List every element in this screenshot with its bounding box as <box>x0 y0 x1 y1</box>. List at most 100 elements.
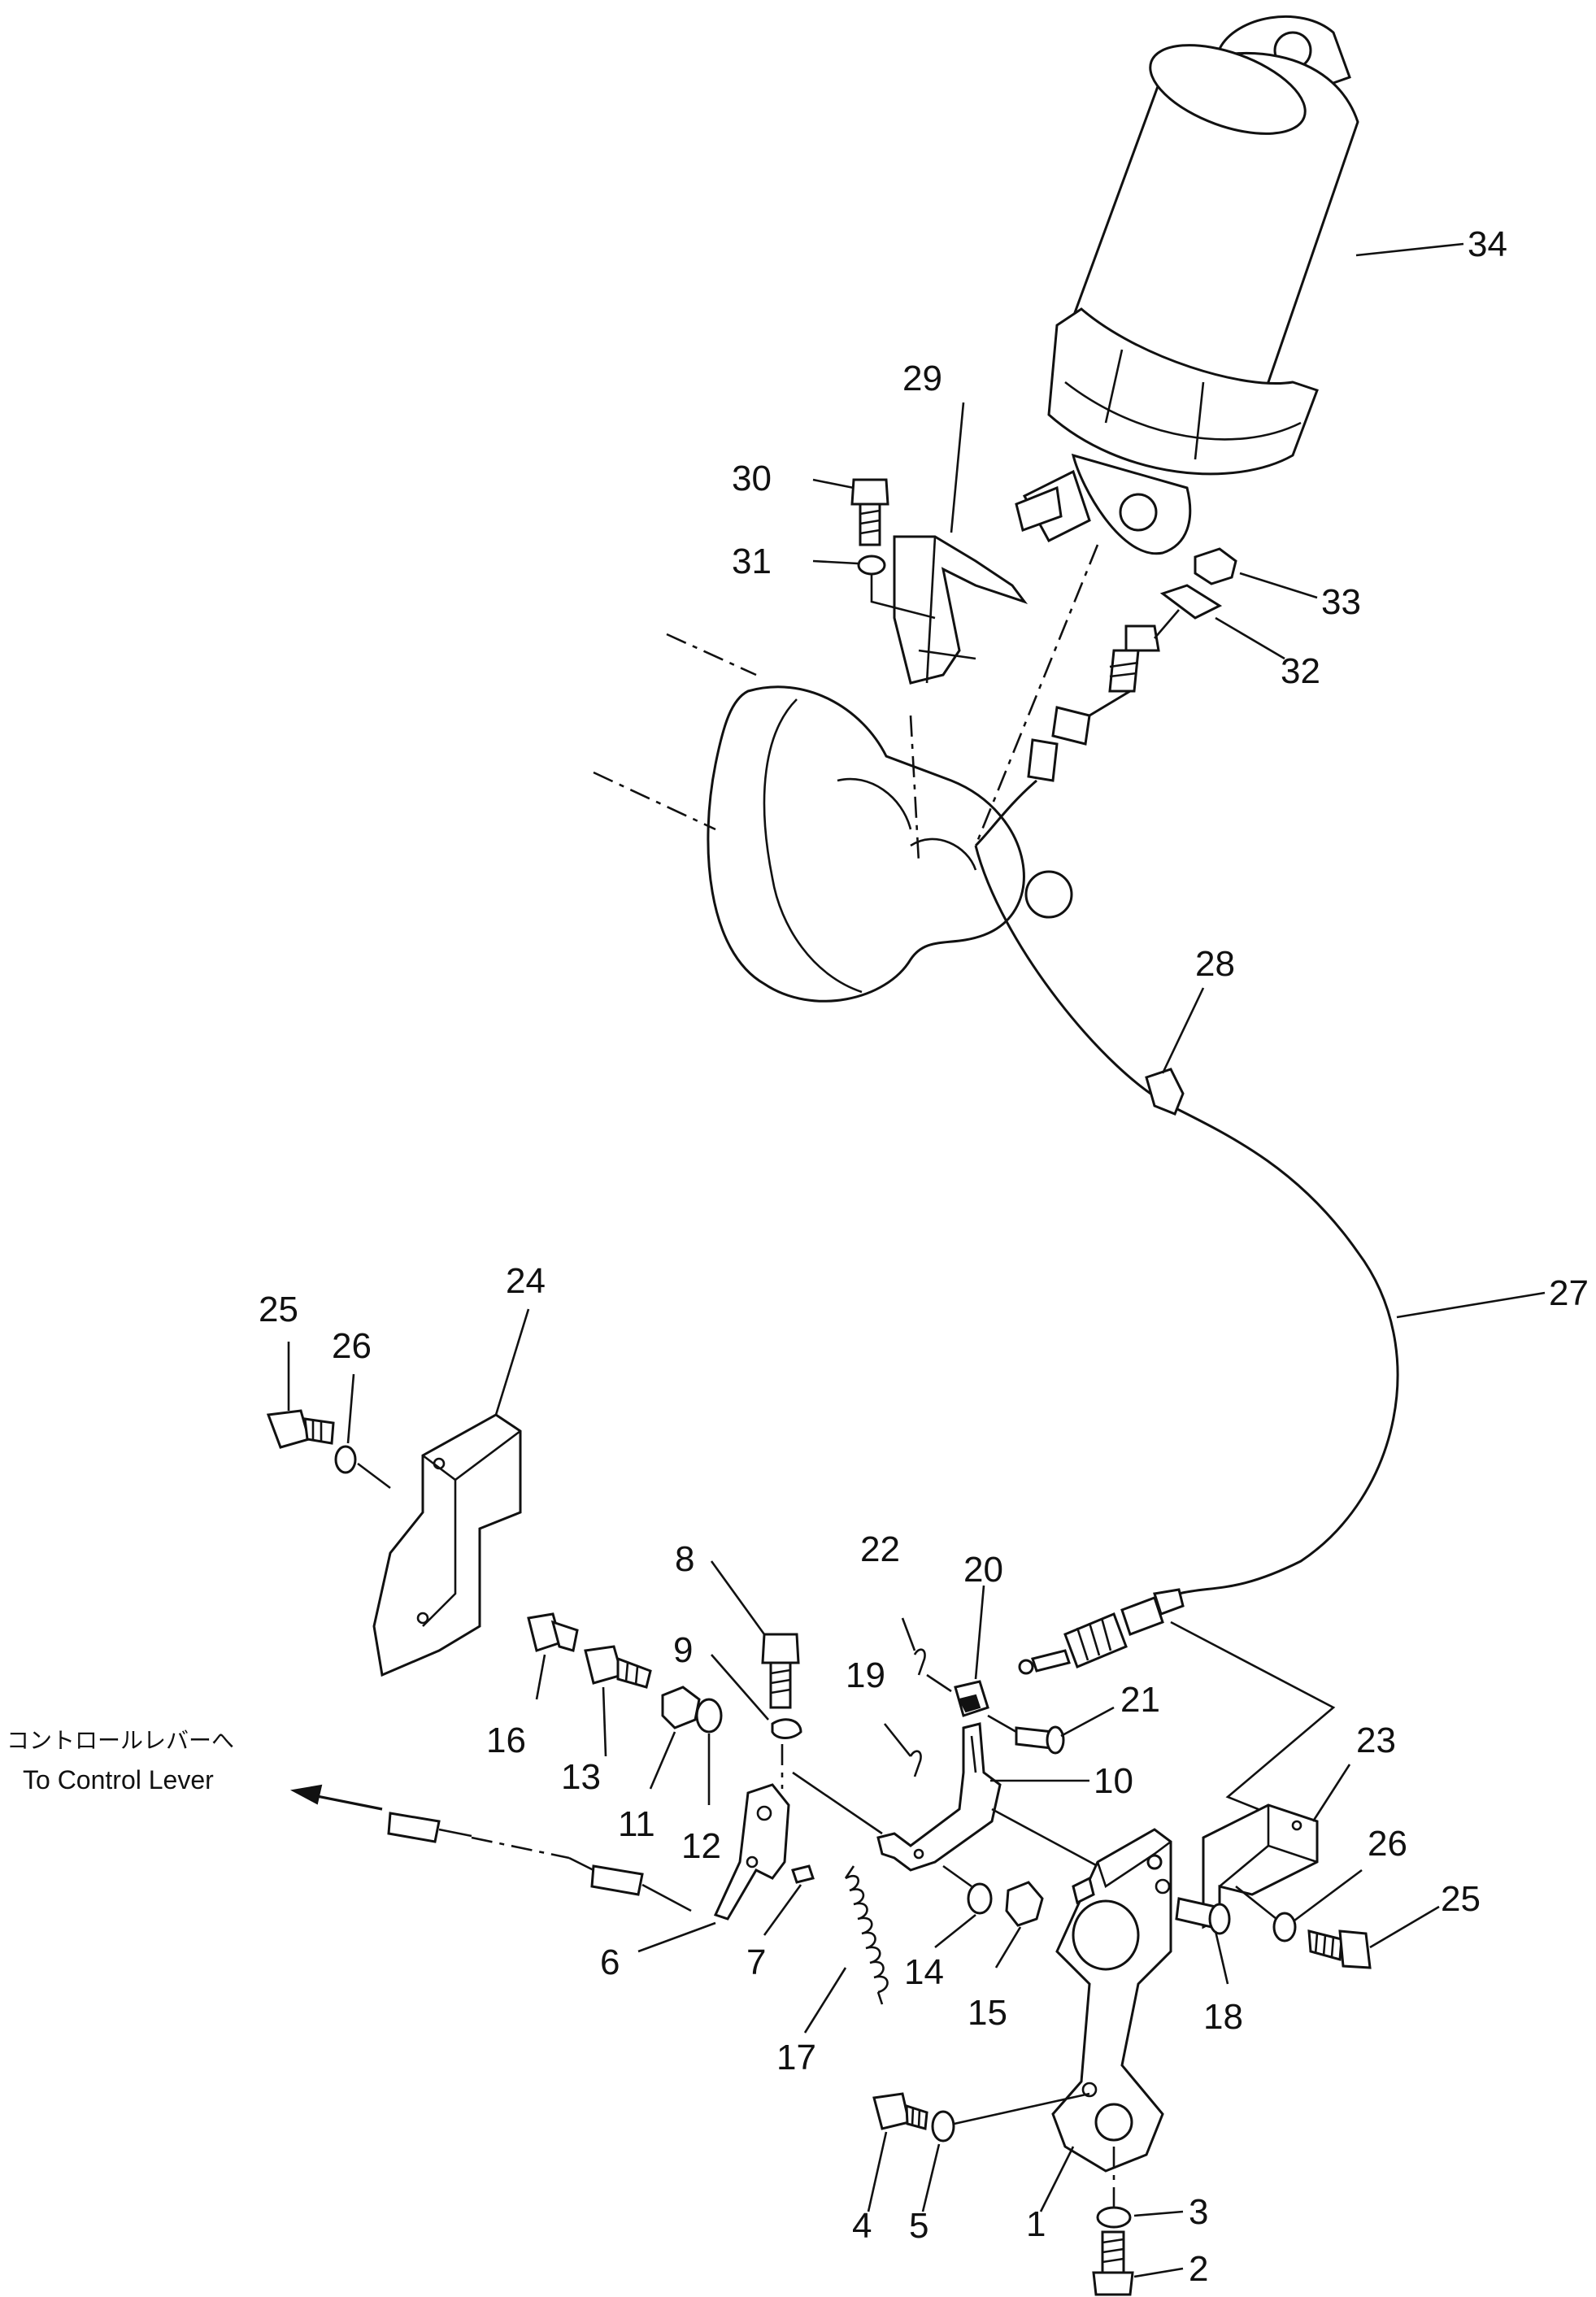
part-31-washer <box>857 555 886 576</box>
guide-31-to-29 <box>870 573 936 620</box>
part-6-lever <box>713 1783 790 1921</box>
guide-to-14 <box>942 1864 972 1888</box>
arrow-head <box>289 1784 323 1805</box>
callout-15: 15 <box>968 1993 1007 2033</box>
leader-15 <box>994 1926 1022 1969</box>
leader-26-left <box>346 1373 355 1444</box>
part-34-cylinder <box>1015 15 1359 555</box>
callout-3: 3 <box>1189 2192 1208 2232</box>
part-25-bolt-right <box>1307 1929 1372 1969</box>
part-26-washer-right <box>1272 1912 1297 1942</box>
leader-9 <box>711 1654 769 1721</box>
part-16-fitting <box>527 1612 579 1652</box>
centerline-lower-eye <box>974 544 1099 846</box>
part-22-pin <box>913 1648 926 1676</box>
part-12-washer <box>695 1698 723 1734</box>
part-13-adapter <box>584 1645 652 1689</box>
cable-link <box>1089 690 1131 717</box>
leader-25-right <box>1369 1905 1440 1949</box>
callout-8: 8 <box>675 1539 694 1579</box>
part-28-clip <box>1145 1068 1185 1116</box>
guide-23-to-26 <box>1235 1885 1277 1921</box>
guide-22-to-20 <box>926 1673 952 1693</box>
leader-34 <box>1355 242 1464 257</box>
callout-30: 30 <box>732 459 772 498</box>
leader-30 <box>812 478 855 489</box>
part-17-spring <box>844 1865 889 2005</box>
callout-24: 24 <box>506 1261 546 1301</box>
callout-26-left: 26 <box>332 1326 372 1366</box>
part-26-washer-left <box>334 1445 357 1474</box>
leader-28 <box>1161 987 1205 1074</box>
note-japanese: コントロールレバーへ <box>7 1727 234 1754</box>
part-25-bolt-left <box>266 1409 335 1449</box>
part-8-bolt <box>761 1633 800 1709</box>
callout-5: 5 <box>909 2206 928 2246</box>
callout-13: 13 <box>561 1757 601 1797</box>
axis-line-upper <box>666 633 757 676</box>
callout-16: 16 <box>486 1721 526 1760</box>
leader-26-right <box>1294 1868 1363 1922</box>
leader-11 <box>649 1731 676 1790</box>
part-32-plate <box>1159 584 1223 620</box>
leader-17 <box>803 1967 847 2034</box>
cable-upper-fittings <box>1027 624 1160 782</box>
part-11-nut <box>661 1686 701 1729</box>
cable-lower-end <box>1018 1588 1185 1675</box>
part-20-clevis <box>954 1680 989 1717</box>
part-33-nut <box>1194 547 1237 585</box>
leader-27 <box>1396 1291 1546 1319</box>
guide-26-to-24 <box>357 1462 391 1490</box>
part-30-bolt <box>850 478 889 546</box>
leader-1 <box>1039 2146 1075 2212</box>
leader-31 <box>812 559 859 565</box>
cable-to-housing <box>974 779 1037 847</box>
leader-2 <box>1133 2267 1184 2278</box>
callout-20: 20 <box>963 1550 1003 1590</box>
part-1-bracket <box>1051 1828 1172 2173</box>
callout-19: 19 <box>846 1655 885 1695</box>
callout-28: 28 <box>1195 944 1235 984</box>
note-english: To Control Lever <box>23 1765 214 1795</box>
centerline-bolt-30 <box>909 715 920 863</box>
guide-20-to-21 <box>987 1714 1017 1734</box>
leader-24 <box>494 1308 530 1416</box>
callout-25-right: 25 <box>1441 1879 1481 1919</box>
callout-17: 17 <box>776 2038 816 2077</box>
leader-33 <box>1239 572 1318 599</box>
part-24-bracket <box>372 1413 522 1677</box>
axis-line-lower <box>593 771 716 831</box>
callout-23: 23 <box>1356 1721 1396 1760</box>
leader-21 <box>1060 1706 1115 1738</box>
leader-18 <box>1214 1930 1229 1985</box>
callout-26-right: 26 <box>1368 1824 1407 1864</box>
callout-4: 4 <box>852 2206 872 2246</box>
callout-25-left: 25 <box>259 1290 298 1329</box>
leader-16 <box>535 1654 546 1700</box>
part-10-lever <box>876 1722 1002 1872</box>
callout-10: 10 <box>1094 1761 1133 1801</box>
guide-lines-10 <box>792 1771 1098 1868</box>
part-21-pin <box>1015 1725 1065 1755</box>
callout-33: 33 <box>1321 582 1361 622</box>
leader-4 <box>867 2131 888 2212</box>
leader-32 <box>1215 616 1285 660</box>
callout-22: 22 <box>860 1529 900 1569</box>
leader-6 <box>637 1921 716 1953</box>
pivot-housing <box>707 685 1073 1003</box>
callout-2: 2 <box>1189 2249 1208 2289</box>
part-4-bolt <box>872 2092 928 2130</box>
leader-20 <box>974 1585 985 1680</box>
leader-22 <box>901 1617 916 1651</box>
part-7-key <box>791 1864 815 1884</box>
leader-14 <box>934 1913 976 1949</box>
callout-21: 21 <box>1120 1680 1160 1720</box>
guide-to-32 <box>1154 609 1180 639</box>
leader-3 <box>1133 2210 1184 2217</box>
part-9-lockwasher <box>771 1718 802 1739</box>
callout-11: 11 <box>618 1804 655 1844</box>
control-lever-rod <box>387 1812 692 1912</box>
callout-32: 32 <box>1281 651 1320 691</box>
callout-18: 18 <box>1203 1997 1243 2037</box>
